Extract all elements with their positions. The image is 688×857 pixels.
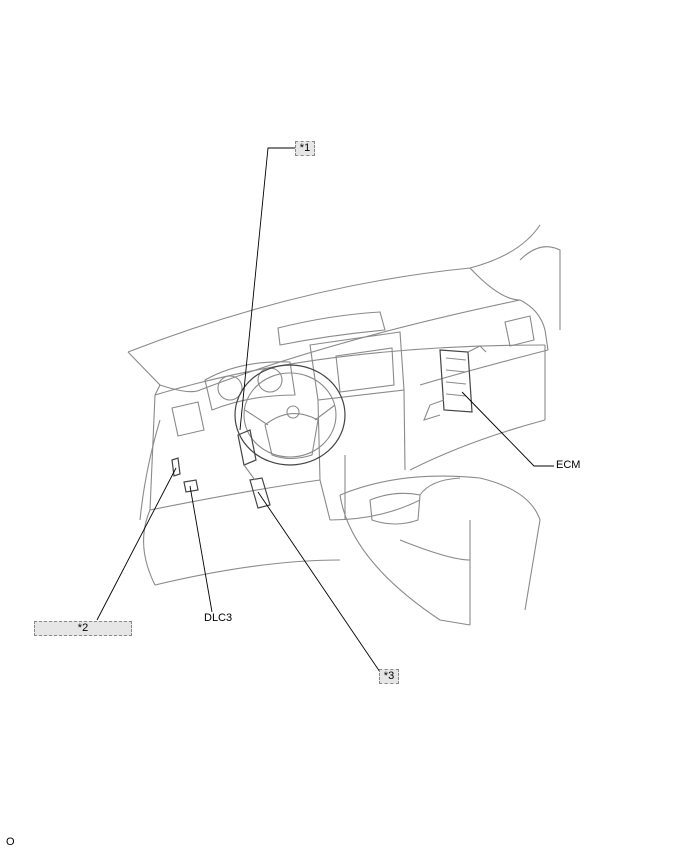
steering-wheel: [234, 364, 346, 466]
instrument-cluster: [204, 361, 296, 411]
ecm-label: ECM: [556, 459, 581, 471]
leader-line-c3: [257, 491, 381, 673]
leader-line-dlc3: [189, 485, 213, 613]
callout-2: *2: [34, 621, 132, 636]
dlc3-connector: [183, 479, 199, 493]
dashboard-outline: [127, 224, 561, 511]
center-console: [277, 311, 541, 626]
accelerator-pedal: [237, 429, 271, 509]
door-panel: [139, 419, 341, 586]
ecm-unit: [423, 345, 487, 421]
leader-line-ecm: [461, 391, 554, 467]
figure-code: O: [6, 836, 15, 848]
leader-line-c1: [239, 147, 296, 431]
callout-3: *3: [379, 669, 399, 684]
dlc3-label: DLC3: [204, 612, 233, 624]
component-2: [171, 457, 181, 477]
callout-1: *1: [295, 141, 315, 156]
leader-line-c2: [96, 467, 177, 621]
